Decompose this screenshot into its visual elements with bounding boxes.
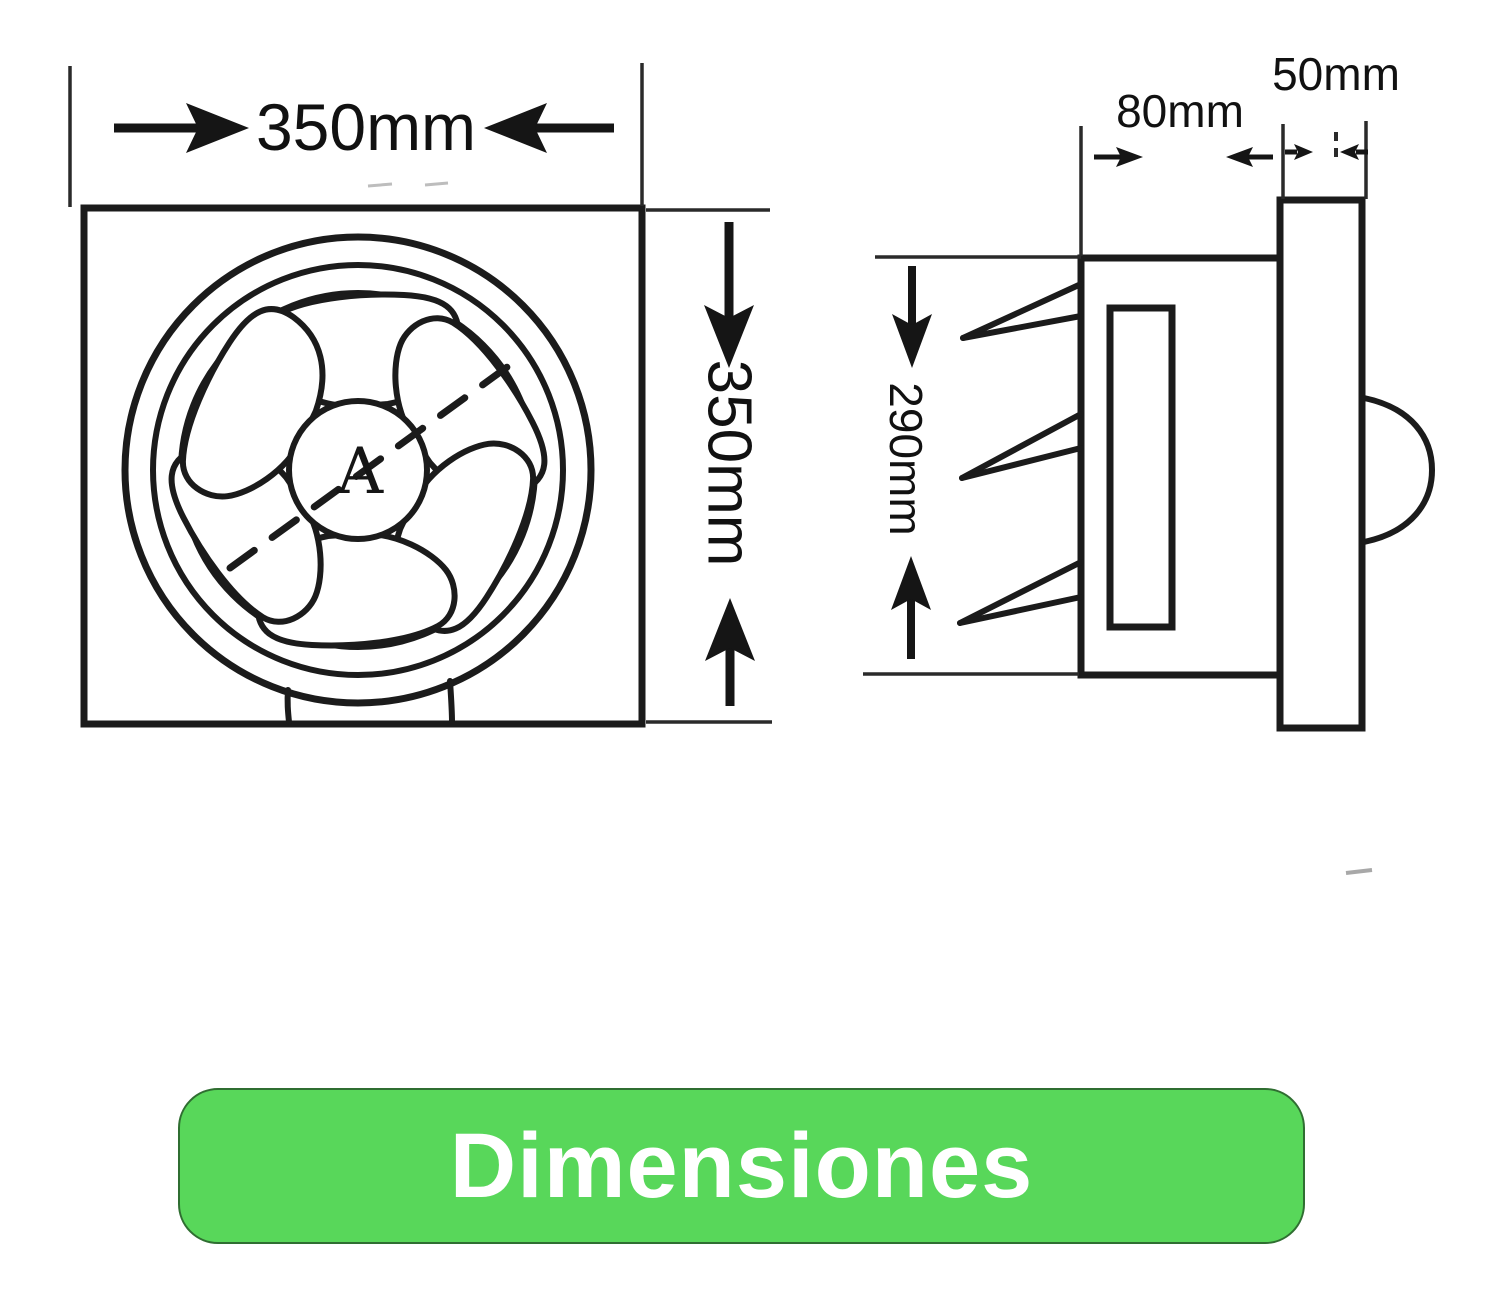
- front-frame: [80, 204, 646, 728]
- arrow-down-icon: [892, 314, 932, 368]
- front-width-label: 350mm: [256, 90, 476, 164]
- arrow-down-icon: [704, 305, 754, 368]
- front-height-dimension: [646, 208, 772, 724]
- arrow-right-icon: [1116, 147, 1143, 167]
- fan-center-dashed-line: [226, 361, 514, 572]
- front-view: [80, 204, 646, 728]
- side-front-panel: [1276, 196, 1366, 732]
- side-height-dimension: [863, 255, 1081, 676]
- louver-line: [959, 445, 1084, 481]
- side-depth-label: 80mm: [1116, 85, 1244, 137]
- side-body-slot: [1106, 304, 1176, 631]
- fan-outer-ring: [121, 233, 595, 707]
- arrow-left-icon: [484, 103, 547, 153]
- arrow-left-icon: [1226, 147, 1253, 167]
- fan-blades: [168, 291, 548, 649]
- louver-line: [960, 313, 1084, 341]
- arrow-right-icon: [186, 103, 249, 153]
- side-motor-bulge: [1361, 395, 1436, 545]
- fan-middle-ring: [150, 262, 566, 678]
- louver-line: [959, 411, 1084, 481]
- dimensiones-button-label: Dimensiones: [449, 1114, 1034, 1217]
- louver-line: [960, 281, 1084, 341]
- arrow-right-icon: [1294, 144, 1313, 160]
- arrow-up-icon: [705, 598, 755, 661]
- side-height-label: 290mm: [880, 382, 932, 535]
- louver-line: [957, 594, 1084, 626]
- fan-hub-letter: A: [336, 435, 384, 509]
- dimensiones-button[interactable]: Dimensiones: [178, 1088, 1305, 1244]
- side-louvers: [957, 281, 1084, 626]
- arrow-up-icon: [891, 556, 931, 610]
- side-depth-dimension: [1079, 124, 1285, 256]
- side-view: [957, 196, 1436, 732]
- fan-base-tab-left: [284, 687, 292, 725]
- louver-line: [957, 559, 1084, 626]
- side-panel-label: 50mm: [1272, 48, 1400, 100]
- front-height-label: 350mm: [695, 360, 764, 567]
- front-width-dimension: [68, 63, 644, 207]
- paper-smudges: [367, 181, 1373, 875]
- side-panel-dimension: [1285, 121, 1368, 199]
- fan-base-tab-right: [447, 678, 455, 725]
- arrow-left-icon: [1340, 144, 1359, 160]
